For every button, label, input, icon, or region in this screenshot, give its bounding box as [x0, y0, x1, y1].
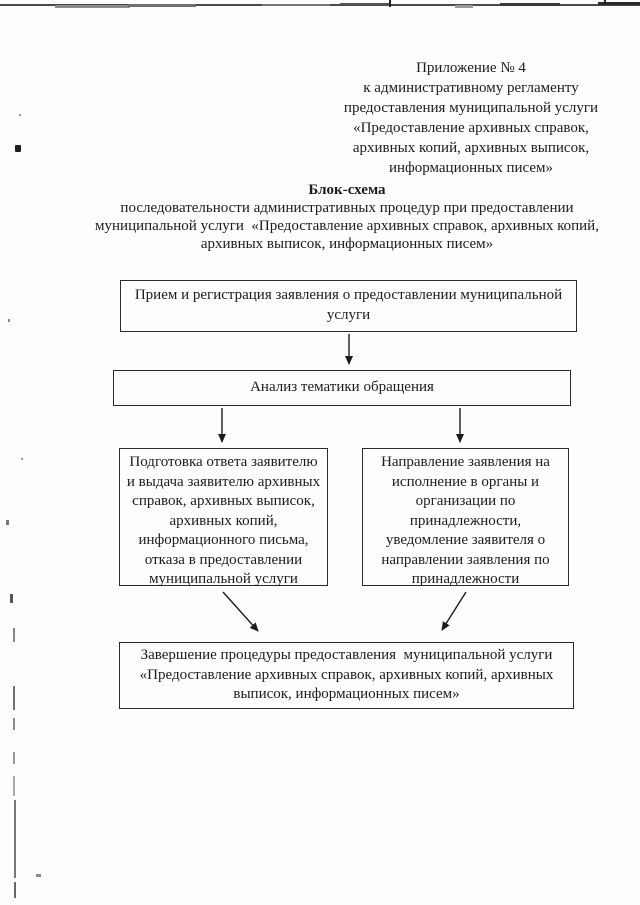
- text-line: Прием и регистрация заявления о предоста…: [134, 287, 563, 303]
- scan-line-segment: [55, 5, 130, 8]
- text-line: справок, архивных выписок,: [132, 493, 315, 509]
- text-line: «Предоставление архивных справок, архивн…: [139, 666, 554, 683]
- text-line: Завершение процедуры предоставления муни…: [140, 647, 553, 663]
- text-line: организации по: [415, 493, 516, 509]
- text-line: архивных выписок, информационных писем»: [200, 236, 494, 252]
- flow-node-prepare-answer: Подготовка ответа заявителю и выдача заяв…: [119, 448, 328, 587]
- text-line: «Предоставление архивных справок,: [353, 120, 589, 136]
- text-line: уведомление заявителя о: [385, 532, 546, 548]
- scan-tick: [604, 0, 606, 5]
- text-line: архивных копий, архивных выписок,: [352, 140, 590, 156]
- text-line: Подготовка ответа заявителю: [129, 454, 318, 470]
- scan-line-segment: [262, 4, 330, 6]
- text-line: Приложение № 4: [416, 60, 526, 76]
- page-title: Блок-схема: [308, 182, 386, 198]
- margin-line-segment: [13, 752, 15, 764]
- speck: [21, 458, 23, 460]
- text-line: информационного письма,: [138, 532, 309, 548]
- arrow-prepare-to-completion: [222, 591, 259, 632]
- flow-node-analysis: Анализ тематики обращения: [113, 370, 571, 406]
- text-line: направлении заявления по: [381, 551, 550, 568]
- text-line: муниципальной услуги «Предоставление арх…: [95, 218, 599, 234]
- flow-node-reception: Прием и регистрация заявления о предоста…: [120, 280, 577, 332]
- document-title-block: Блок-схема последовательности администра…: [37, 181, 640, 253]
- scan-tick: [389, 0, 391, 7]
- text-line: принадлежности,: [409, 512, 522, 529]
- text-line: информационных писем»: [388, 160, 554, 176]
- text-line: предоставления муниципальной услуги: [343, 100, 599, 116]
- margin-line-segment: [13, 686, 15, 710]
- speck: [10, 594, 13, 603]
- text-line: выписок, информационных писем»: [233, 686, 460, 702]
- scan-line-segment: [500, 3, 560, 6]
- text-line: услуги: [326, 307, 371, 323]
- scan-line-segment: [128, 4, 196, 7]
- text-line: к административному регламенту: [363, 80, 579, 96]
- text-line: Направление заявления на: [381, 454, 550, 470]
- scan-line-segment: [455, 5, 473, 8]
- text-line: отказа в предоставлении: [144, 551, 303, 568]
- text-line: исполнение в органы и: [391, 473, 540, 490]
- speck: [6, 520, 9, 525]
- text-line: последовательности административных проц…: [120, 200, 574, 216]
- flow-node-completion: Завершение процедуры предоставления муни…: [119, 642, 574, 709]
- margin-line-segment: [14, 882, 16, 898]
- text-line: архивных копий,: [169, 512, 278, 529]
- margin-line-segment: [14, 800, 16, 878]
- margin-line-segment: [13, 718, 15, 730]
- annex-reference: Приложение № 4 к административному реглам…: [310, 58, 632, 178]
- speck: [36, 874, 41, 877]
- margin-line-segment: [13, 776, 15, 796]
- text-line: муниципальной услуги: [149, 571, 298, 587]
- flow-node-forward-application: Направление заявления на исполнение в орг…: [362, 448, 569, 587]
- scan-line-segment: [340, 3, 390, 5]
- page-subtitle: последовательности административных проц…: [37, 199, 640, 253]
- arrow-forward-to-completion: [441, 591, 467, 631]
- text-line: и выдача заявителю архивных: [126, 473, 321, 490]
- text-line: Анализ тематики обращения: [250, 379, 434, 395]
- scan-line-segment: [598, 2, 640, 5]
- speck: [8, 319, 10, 322]
- margin-line-segment: [13, 628, 15, 642]
- text-line: принадлежности: [411, 571, 520, 587]
- speck: [15, 145, 21, 152]
- speck: [19, 114, 21, 116]
